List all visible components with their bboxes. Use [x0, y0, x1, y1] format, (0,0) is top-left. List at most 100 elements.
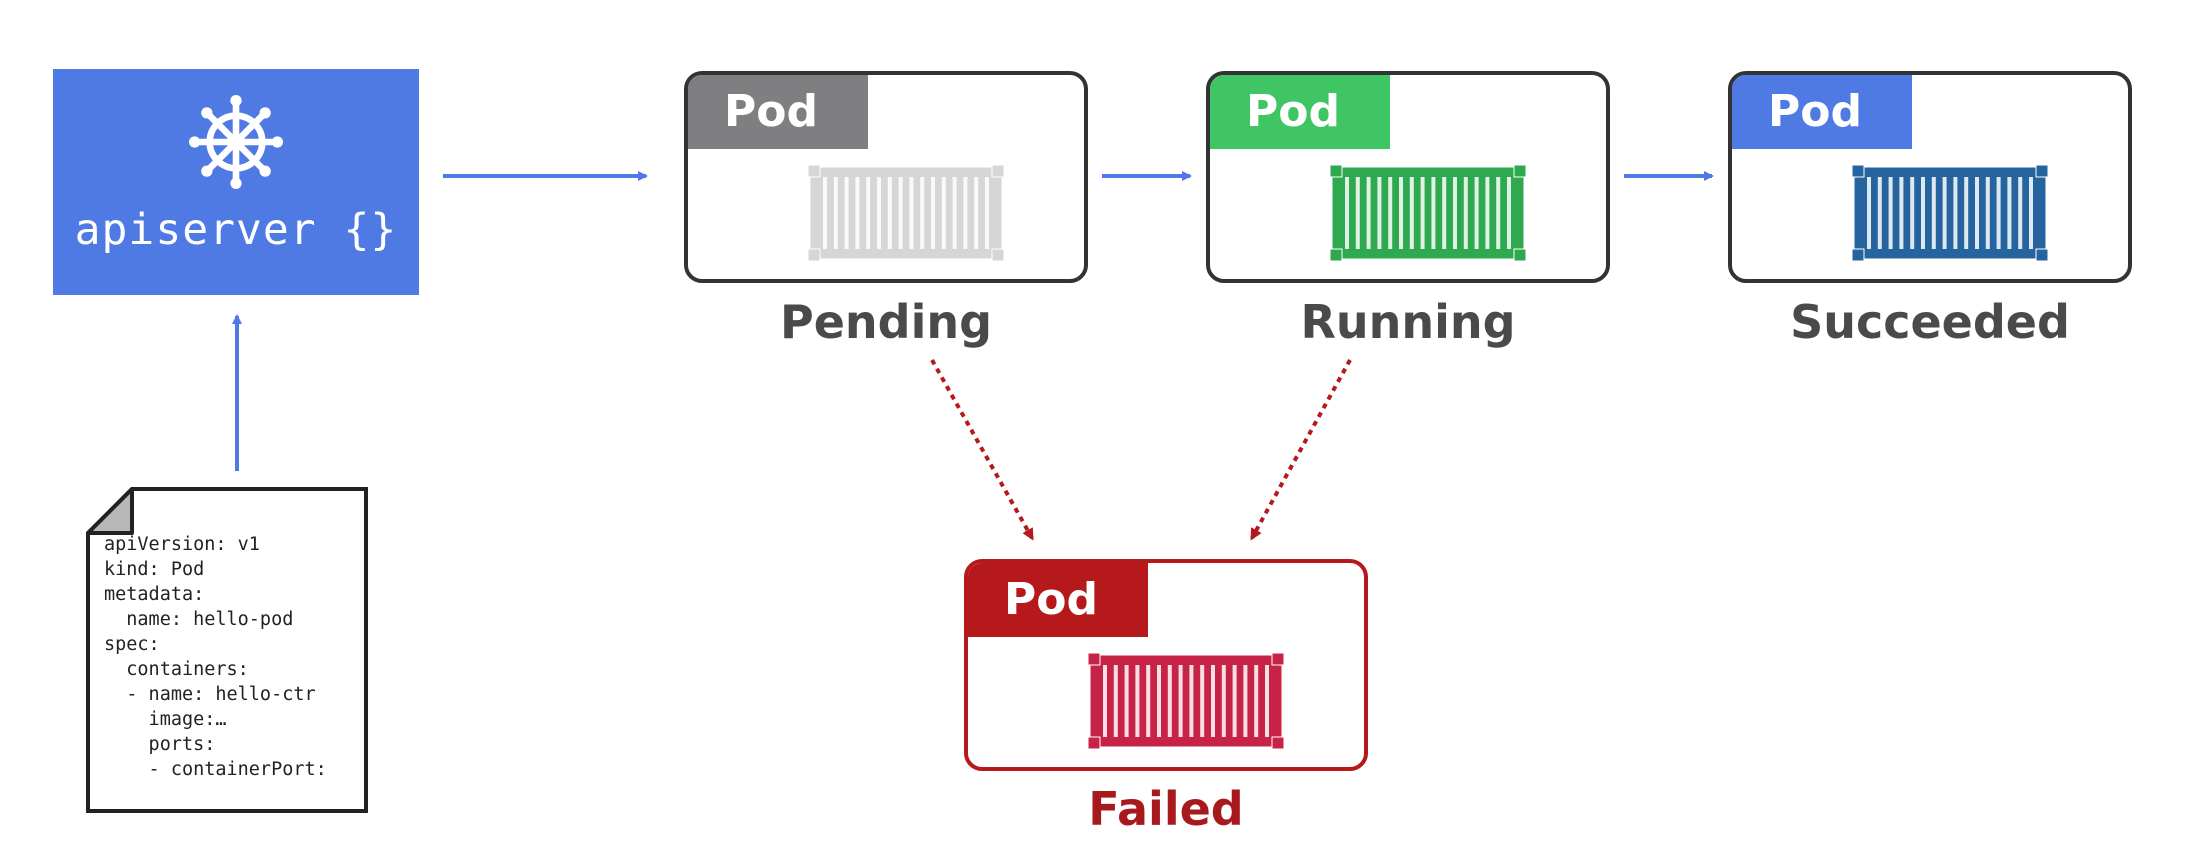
container-rib — [1996, 177, 2001, 249]
container-rib — [963, 177, 968, 249]
container-rib — [1496, 177, 1501, 249]
container-rib — [1910, 177, 1915, 249]
container-rib — [1232, 665, 1237, 737]
container-rib — [1953, 177, 1958, 249]
container-corner — [1271, 736, 1284, 749]
container-rib — [1211, 665, 1215, 737]
state-label-pending: Pending — [779, 295, 993, 349]
container-rib — [1507, 177, 1511, 249]
container-rib — [2029, 177, 2033, 249]
pod-running: Pod — [1206, 71, 1610, 283]
container-rib — [1867, 177, 1871, 249]
container-rib — [1200, 665, 1205, 737]
container-rib — [909, 177, 914, 249]
pod-pending: Pod — [684, 71, 1088, 283]
container-rib — [941, 177, 946, 249]
container-rib — [1124, 665, 1129, 737]
container-corner — [991, 248, 1004, 261]
container-rib — [1899, 177, 1904, 249]
container-rib — [952, 177, 957, 249]
apiserver-label: apiserver {} — [74, 205, 398, 255]
arrow-pending-to-failed — [930, 359, 1034, 541]
manifest-line: apiVersion: v1 — [104, 534, 260, 555]
container-rib — [1113, 665, 1118, 737]
container-rib — [877, 177, 881, 249]
pod-tag: Pod — [1732, 75, 1912, 149]
container-corner — [1330, 248, 1343, 261]
container-rib — [844, 177, 849, 249]
container-rib — [1355, 177, 1360, 249]
container-rib — [1420, 177, 1425, 249]
container-rib — [1985, 177, 1990, 249]
container-rib — [2007, 177, 2012, 249]
container-rib — [985, 177, 989, 249]
container-rib — [1975, 177, 1979, 249]
pod-tag: Pod — [1210, 75, 1390, 149]
manifest-line: image:… — [104, 709, 227, 730]
pod-tag: Pod — [688, 75, 868, 149]
manifest-line: ports: — [104, 734, 216, 755]
container-rib — [1442, 177, 1447, 249]
container-rib — [1189, 665, 1194, 737]
state-label-succeeded: Succeeded — [1790, 295, 2070, 349]
container-corner — [1513, 165, 1526, 178]
manifest-line: containers: — [104, 659, 249, 680]
container-corner — [1852, 165, 1865, 178]
container-rib — [1167, 665, 1172, 737]
container-corner — [1088, 736, 1101, 749]
container-rib — [1377, 177, 1382, 249]
kubernetes-wheel-icon — [189, 95, 283, 189]
container-rib — [1399, 177, 1403, 249]
container-rib — [1221, 665, 1226, 737]
container-rib — [1178, 665, 1183, 737]
container-corner — [1088, 653, 1101, 666]
container-body — [1332, 167, 1524, 259]
container-rib — [1877, 177, 1882, 249]
container-corner — [1330, 165, 1343, 178]
container-rib — [1431, 177, 1436, 249]
container-body — [810, 167, 1002, 259]
container-rib — [1409, 177, 1414, 249]
container-rib — [1463, 177, 1468, 249]
manifest-line: metadata: — [104, 584, 205, 605]
shipping-container-icon — [1852, 165, 2048, 261]
shipping-container-icon — [808, 165, 1004, 261]
pod-failed: Pod — [964, 559, 1368, 771]
container-rib — [1135, 665, 1140, 737]
container-corner — [991, 165, 1004, 178]
shipping-container-icon — [1330, 165, 1526, 261]
container-rib — [866, 177, 871, 249]
container-rib — [1103, 665, 1107, 737]
container-rib — [1366, 177, 1371, 249]
container-rib — [1265, 665, 1269, 737]
container-rib — [974, 177, 979, 249]
manifest-line: - containerPort: — [104, 759, 327, 780]
arrow-running-to-failed — [1250, 359, 1352, 541]
shipping-container-icon — [1088, 653, 1284, 749]
container-rib — [1474, 177, 1479, 249]
manifest-document — [86, 487, 368, 813]
container-body — [1090, 655, 1282, 747]
container-rib — [1254, 665, 1259, 737]
manifest-line: kind: Pod — [104, 559, 205, 580]
state-label-failed: Failed — [1088, 782, 1244, 836]
container-rib — [1388, 177, 1393, 249]
container-rib — [887, 177, 892, 249]
container-corner — [1852, 248, 1865, 261]
container-rib — [1964, 177, 1969, 249]
container-rib — [1931, 177, 1936, 249]
container-corner — [1513, 248, 1526, 261]
container-rib — [920, 177, 925, 249]
container-rib — [1243, 665, 1248, 737]
container-corner — [1271, 653, 1284, 666]
container-rib — [898, 177, 903, 249]
manifest-line: - name: hello-ctr — [104, 684, 316, 705]
container-rib — [855, 177, 860, 249]
container-corner — [2035, 165, 2048, 178]
container-rib — [1453, 177, 1457, 249]
container-rib — [823, 177, 827, 249]
container-rib — [1345, 177, 1349, 249]
pod-tag: Pod — [968, 563, 1148, 637]
